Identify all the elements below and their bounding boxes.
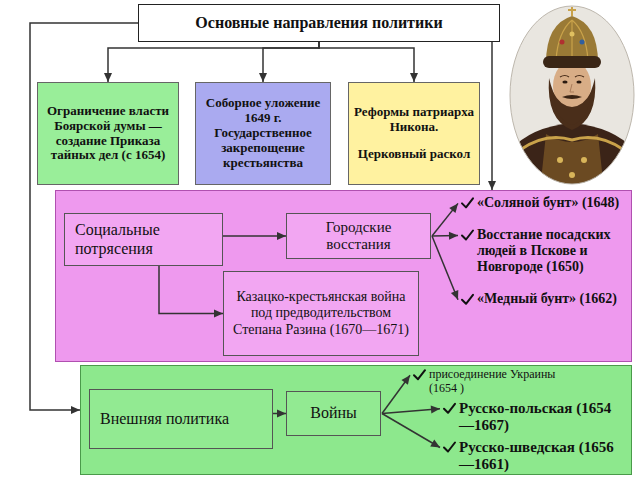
process-box: Социальные потрясения <box>64 213 223 266</box>
arrow-head <box>277 232 286 240</box>
box-text: Социальные потрясения <box>75 221 212 258</box>
fan-line <box>432 236 458 300</box>
arrow-head <box>214 310 223 318</box>
arrow-head <box>449 203 458 213</box>
arrow-head <box>259 73 267 82</box>
social-band: «Соляной бунт» (1648) Восстание посадских… <box>55 190 632 362</box>
arrow-head <box>430 439 440 447</box>
arrow-head <box>451 290 458 300</box>
process-box: Войны <box>286 391 381 436</box>
arrow-head <box>104 73 112 82</box>
arrow-head <box>401 375 410 385</box>
box-text: Основные направления политики <box>147 14 491 32</box>
connector-arrow <box>223 232 286 240</box>
check-mark <box>414 370 425 379</box>
connector-arrow <box>488 42 496 190</box>
fan-line <box>432 203 458 236</box>
check-mark <box>462 230 473 239</box>
event-item: «Медный бунт» (1662) <box>477 291 627 307</box>
title-box: Основные направления политики <box>138 4 500 42</box>
arrow-head <box>277 410 286 418</box>
process-box: Внешняя политика <box>89 389 273 449</box>
connector-line <box>263 42 319 82</box>
box-text: Соборное уложение 1649 г. Государственно… <box>201 96 325 171</box>
box-text: Городские восстания <box>293 219 424 254</box>
box-text: Церковный раскол <box>354 147 474 162</box>
arrow-head <box>410 73 418 82</box>
policy-box: Реформы патриарха Никона. Церковный раско… <box>348 82 480 185</box>
connector-line <box>319 42 414 82</box>
policy-box: Соборное уложение 1649 г. Государственно… <box>195 82 331 185</box>
event-item: Русско-шведская (1656—1661) <box>459 439 624 474</box>
tsar-portrait <box>505 0 640 190</box>
check-mark <box>444 443 455 452</box>
box-text: Войны <box>293 404 374 422</box>
arrow-head <box>431 406 440 414</box>
event-item: «Соляной бунт» (1648) <box>477 195 627 211</box>
process-box: Казацко-крестьянская война под предводит… <box>223 271 419 356</box>
box-text: Ограничение власти Боярской думы — созда… <box>43 104 173 164</box>
connector-line <box>108 42 319 82</box>
connector-arrow <box>159 266 223 318</box>
event-item: Русско-польская (1654—1667) <box>459 400 624 435</box>
fan-arrow <box>432 198 473 236</box>
box-text: Реформы патриарха Никона. <box>354 105 474 135</box>
foreign-band: присоединение Украины (1654 ) Русско-поль… <box>80 365 632 475</box>
fan-arrow <box>432 230 473 239</box>
check-mark <box>462 198 473 207</box>
event-item: присоединение Украины (1654 ) <box>429 368 579 396</box>
fan-arrow <box>382 414 455 452</box>
fan-arrow <box>432 236 473 304</box>
fan-line <box>382 414 440 448</box>
connector-arrow <box>319 42 418 82</box>
connector-arrow <box>104 42 319 82</box>
connector-line <box>223 235 286 237</box>
box-text: Казацко-крестьянская война под предводит… <box>230 289 412 337</box>
fan-arrow <box>382 404 455 414</box>
portrait-frame <box>510 6 634 184</box>
fan-arrow <box>382 370 425 413</box>
fan-line <box>382 375 410 413</box>
arrow-head <box>71 406 80 414</box>
connector-arrow <box>259 42 319 82</box>
connector-arrow <box>273 410 286 418</box>
process-box: Городские восстания <box>286 213 431 259</box>
check-mark <box>444 404 455 413</box>
connector-line <box>491 42 493 190</box>
policy-box: Ограничение власти Боярской думы — созда… <box>37 82 179 185</box>
connector-line <box>159 266 223 314</box>
check-mark <box>462 295 473 304</box>
box-text: Внешняя политика <box>100 410 262 428</box>
arrow-head <box>449 232 458 240</box>
event-item: Восстание посадских людей в Пскове и Нов… <box>477 227 627 275</box>
arrow-head <box>488 181 496 190</box>
